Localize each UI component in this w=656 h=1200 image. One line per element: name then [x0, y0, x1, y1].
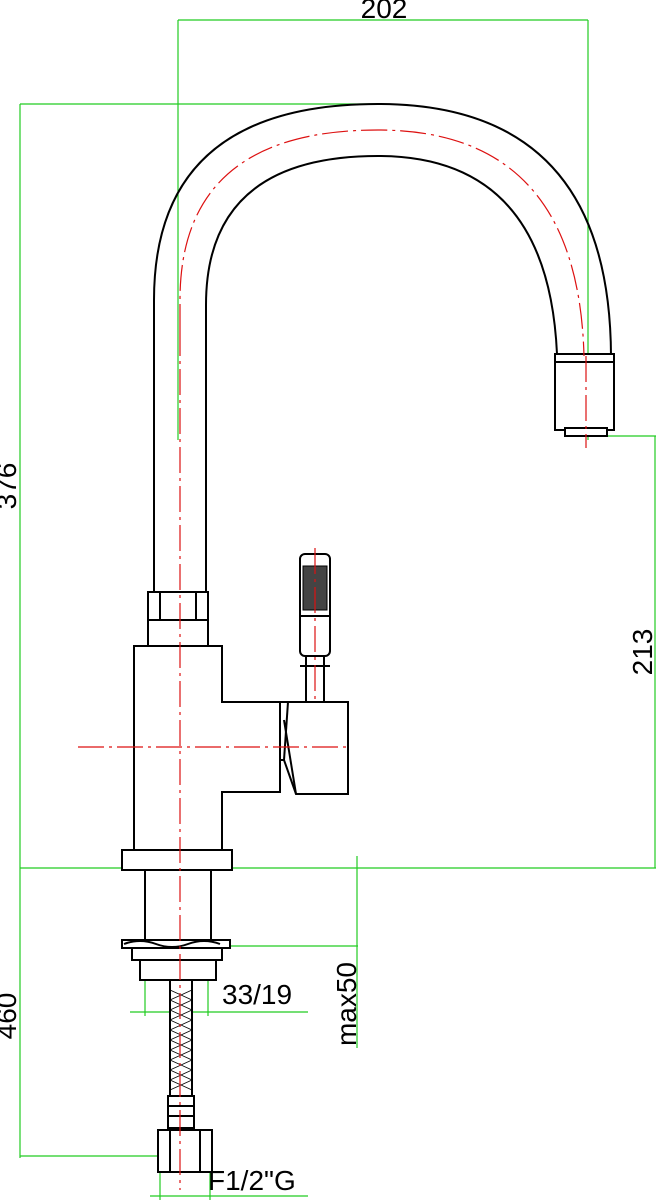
aerator — [554, 353, 615, 431]
dim-max-deck: max50 — [331, 962, 362, 1046]
spout-outer — [153, 102, 612, 592]
dim-total-height: 376 — [0, 463, 22, 510]
faucet-body — [133, 645, 281, 851]
dim-hose-length: 460 — [0, 993, 22, 1040]
swivel-nut — [147, 591, 209, 621]
dim-spout-height: 213 — [627, 629, 656, 676]
spout-inner — [205, 154, 558, 592]
fixing-nut — [131, 947, 223, 961]
hose-crimp — [167, 1095, 195, 1129]
connection-nut — [157, 1129, 213, 1173]
dim-spout-reach: 202 — [361, 0, 408, 24]
center-lines — [78, 129, 587, 1190]
faucet-outline — [121, 102, 615, 1173]
dim-hole-diameter: 33/19 — [222, 979, 292, 1010]
dim-thread: F1/2"G — [208, 1165, 296, 1196]
base-flange — [121, 849, 233, 871]
shank — [144, 869, 212, 943]
lever-housing — [279, 701, 349, 795]
hose-braid — [169, 989, 193, 1091]
